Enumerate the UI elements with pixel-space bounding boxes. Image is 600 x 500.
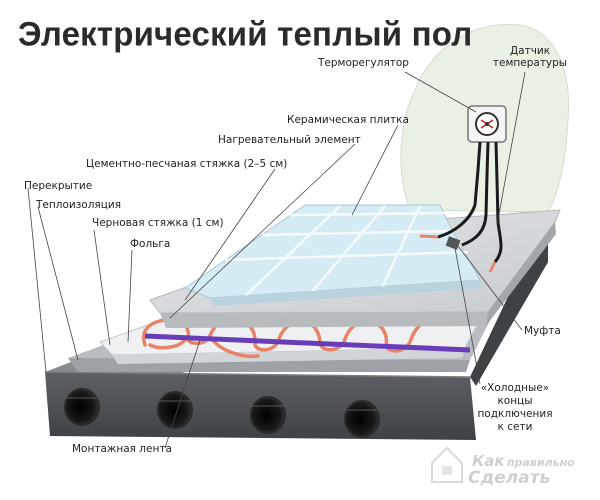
label-sensor-line1: Датчик [509,45,551,57]
watermark-logo-icon [431,446,463,483]
sensor-cable [493,141,503,263]
label-cold-ends-line3: подключения [477,408,553,420]
label-cold-ends-line2: концы [497,395,533,407]
label-cold-ends-line4: к сети [497,421,533,433]
mounting-tape-line [144,333,471,353]
page-title: Электрический теплый пол [18,14,473,53]
label-rough-screed: Черновая стяжка (1 см) [92,217,224,229]
power-cable [437,141,482,239]
label-cold-ends-line1: «Холодные» [480,382,550,394]
label-mounting-tape: Монтажная лента [72,443,172,455]
label-tile: Керамическая плитка [287,114,409,126]
label-foil: Фольга [130,238,171,250]
label-heating-element: Нагревательный элемент [218,134,361,146]
watermark-line1: Как [472,452,505,470]
label-slab: Перекрытие [24,180,93,192]
label-sensor-line2: температуры [492,57,568,69]
slab-hole [157,391,193,429]
label-thermostat: Терморегулятор [318,57,409,69]
watermark-line2: Сделать [468,468,551,488]
label-screed: Цементно-песчаная стяжка (2–5 см) [86,158,288,170]
coupling [445,236,461,250]
label-coupling: Муфта [524,325,561,337]
slab-hole [64,388,100,426]
watermark-line1b: правильно [507,456,575,469]
slab-hole [250,396,286,434]
label-insulation: Теплоизоляция [36,199,122,211]
slab-hole [344,400,380,438]
power-cable [461,141,490,247]
